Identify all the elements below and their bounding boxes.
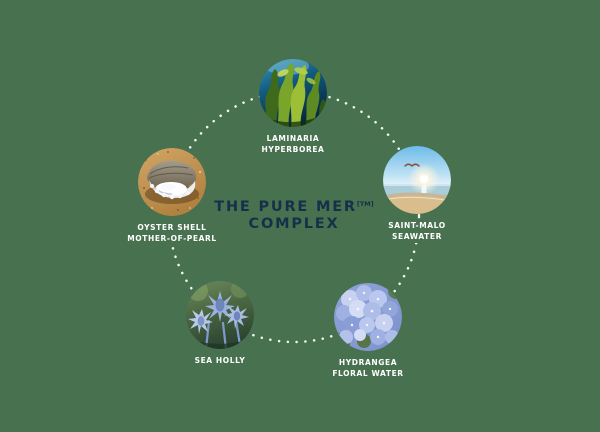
title-line-1: THE PURE MER[TM] bbox=[214, 199, 374, 215]
hydrangea-photo bbox=[334, 283, 402, 351]
node-saint-malo-seawater: SAINT-MALO SEAWATER bbox=[351, 146, 483, 243]
node-sea-holly: SEA HOLLY bbox=[154, 281, 286, 367]
node-label: OYSTER SHELL MOTHER-OF-PEARL bbox=[106, 221, 238, 245]
node-label: HYDRANGEA FLORAL WATER bbox=[302, 356, 434, 380]
kelp-photo bbox=[259, 59, 327, 127]
node-label: SAINT-MALO SEAWATER bbox=[351, 219, 483, 243]
node-laminaria-hyperborea: LAMINARIA HYPERBOREA bbox=[227, 59, 359, 156]
node-label: LAMINARIA HYPERBOREA bbox=[227, 132, 359, 156]
oyster-shell-photo bbox=[138, 148, 206, 216]
diagram-title: THE PURE MER[TM] COMPLEX bbox=[184, 196, 404, 233]
trademark-superscript: [TM] bbox=[356, 200, 374, 208]
node-label: SEA HOLLY bbox=[154, 354, 286, 367]
node-hydrangea-floral-water: HYDRANGEA FLORAL WATER bbox=[302, 283, 434, 380]
node-oyster-shell: OYSTER SHELL MOTHER-OF-PEARL bbox=[106, 148, 238, 245]
sea-holly-photo bbox=[186, 281, 254, 349]
title-line-2: COMPLEX bbox=[248, 216, 340, 232]
beach-photo bbox=[383, 146, 451, 214]
